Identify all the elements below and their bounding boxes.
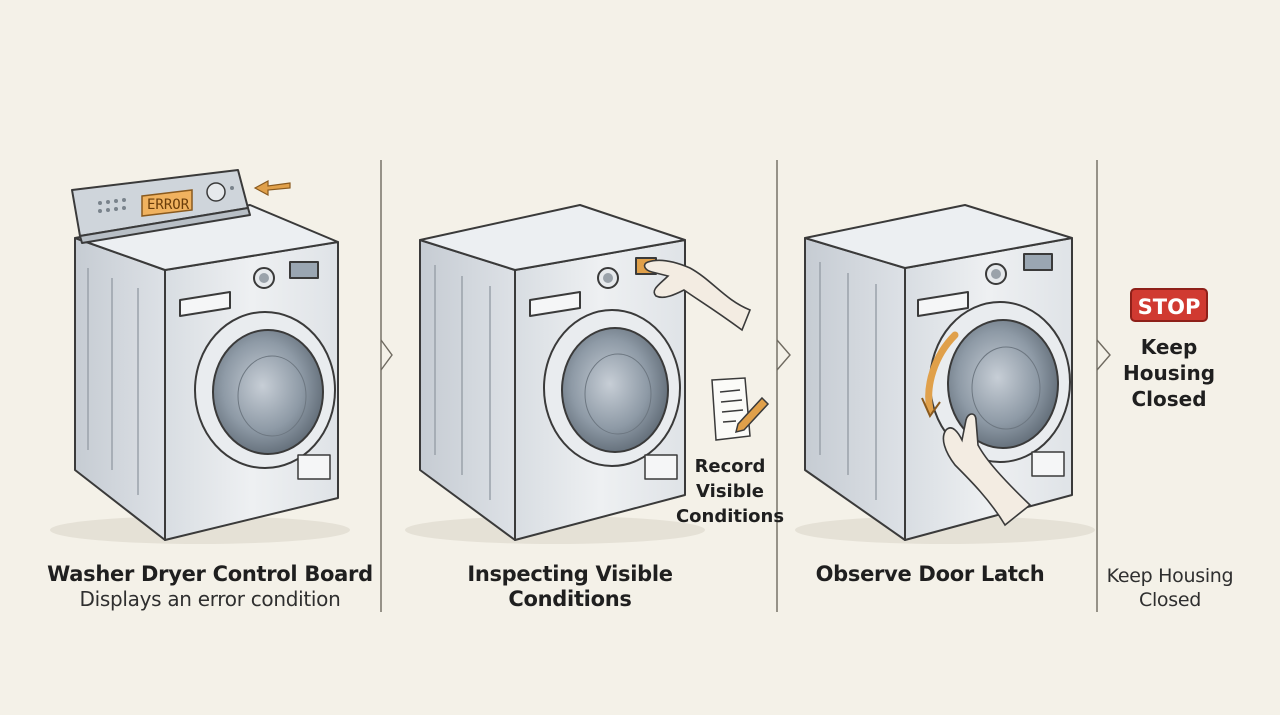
control-buttons [98, 182, 234, 213]
panel-1-title: Washer Dryer Control Board [47, 562, 373, 586]
washer-with-control-board [50, 169, 350, 544]
panel-1-subtitle: Displays an error condition [79, 587, 341, 611]
document-pencil-icon [711, 377, 770, 441]
panel-4-subtitle: Keep Housing Closed [1106, 565, 1234, 611]
panel-divider-1 [380, 160, 393, 612]
washer-inspection [405, 204, 705, 544]
panel-3-title: Observe Door Latch [815, 562, 1045, 586]
hand-icon [643, 259, 752, 332]
washer-door-latch [795, 204, 1095, 544]
hand-icon-latch [942, 413, 1032, 527]
record-note: Record Visible Conditions [675, 456, 785, 527]
latch-arrow-icon [921, 397, 941, 419]
panel-divider-2 [776, 160, 791, 612]
error-display: ERROR [141, 189, 193, 217]
stop-badge: STOP [1130, 288, 1208, 322]
door-latch-highlight [925, 331, 959, 414]
panel-1-caption: Washer Dryer Control Board Displays an e… [40, 562, 380, 612]
panel-divider-3 [1096, 160, 1111, 612]
stop-message: Keep Housing Closed [1122, 335, 1216, 411]
panel-3-caption: Observe Door Latch [800, 562, 1060, 587]
error-display-text: ERROR [147, 197, 190, 213]
arrow-left-icon [253, 179, 291, 197]
panel-2-title: Inspecting Visible Conditions [467, 562, 673, 611]
panel-2-caption: Inspecting Visible Conditions [455, 562, 685, 612]
panel-4-caption: Keep Housing Closed [1100, 564, 1240, 612]
